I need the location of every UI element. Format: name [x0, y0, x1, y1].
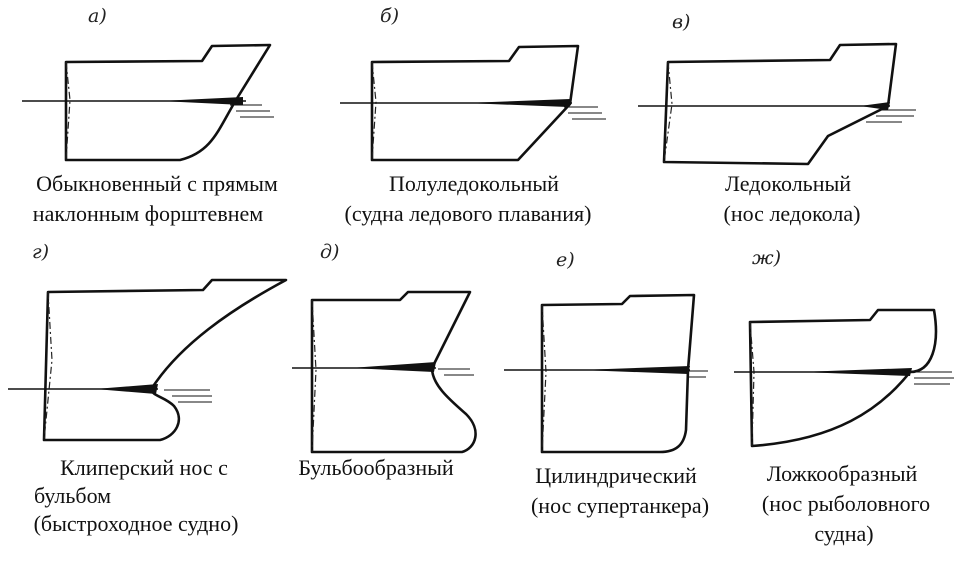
water-ripples-b — [564, 106, 606, 120]
caption-g-line-1: Клиперский нос с — [60, 455, 228, 480]
caption-b-line-2: (судна ледового плавания) — [345, 201, 592, 226]
diagram-e: е) Цилиндрический (нос супертанкера) — [504, 249, 709, 518]
caption-zh-line-3: судна) — [814, 521, 873, 546]
hull-outline-v — [662, 42, 898, 166]
stem-wedge-g — [95, 384, 158, 394]
caption-b-line-1: Полуледокольный — [389, 171, 559, 196]
diagram-b: б) Полуледокольный (судна ледового плава… — [340, 5, 606, 226]
water-ripples-v — [866, 109, 916, 123]
diagram-letter-d: д) — [320, 241, 339, 263]
hull-outline-b — [370, 44, 580, 162]
hull-outline-g — [42, 278, 288, 442]
diagram-g: г) Клиперский нос с бульбом (быстроходно… — [8, 241, 288, 536]
diagram-zh: ж) Ложкообразный (нос рыболовного судна) — [734, 247, 954, 546]
diagram-letter-zh: ж) — [752, 247, 781, 269]
water-ripples-d — [438, 368, 474, 376]
diagram-letter-g: г) — [32, 241, 49, 263]
caption-g-line-2: бульбом — [34, 483, 111, 508]
caption-v-line-1: Ледокольный — [725, 171, 851, 196]
water-ripples-a — [230, 104, 274, 118]
stem-wedge-v — [860, 102, 890, 110]
stem-wedge-zh — [800, 368, 912, 376]
frame-line-a — [65, 61, 71, 161]
frame-line-e — [541, 304, 547, 453]
water-ripples-e — [688, 370, 708, 378]
diagram-v: в) Ледокольный (нос ледокола) — [638, 11, 916, 226]
diagram-letter-b: б) — [380, 5, 399, 27]
caption-zh-line-1: Ложкообразный — [767, 461, 918, 486]
stem-wedge-e — [580, 366, 690, 374]
stem-wedge-d — [350, 362, 436, 372]
caption-v-line-2: (нос ледокола) — [724, 201, 861, 226]
water-ripples-g — [164, 389, 212, 403]
diagram-letter-v: в) — [672, 11, 690, 33]
stem-wedge-b — [465, 99, 570, 107]
stem-wedge-a — [160, 97, 243, 105]
caption-a-line-2: наклонным форштевнем — [33, 201, 263, 226]
hull-outline-d — [310, 290, 477, 454]
hull-outline-zh — [748, 308, 938, 448]
frame-line-d — [311, 299, 317, 453]
caption-e-line-1: Цилиндрический — [535, 463, 697, 488]
diagram-letter-a: а) — [88, 5, 107, 27]
caption-d-line-1: Бульбообразный — [298, 455, 454, 480]
water-ripples-zh — [910, 371, 954, 385]
frame-line-g — [43, 291, 53, 441]
hull-outline-e — [540, 293, 696, 454]
diagram-a: а) Обыкновенный с прямым наклонным форшт… — [22, 5, 278, 226]
diagram-letter-e: е) — [556, 249, 575, 271]
caption-zh-line-2: (нос рыболовного — [762, 491, 930, 516]
caption-e-line-2: (нос супертанкера) — [531, 493, 709, 518]
caption-a-line-1: Обыкновенный с прямым — [36, 171, 278, 196]
frame-line-v — [663, 61, 673, 163]
frame-line-b — [371, 61, 377, 161]
diagram-d: д) Бульбообразный — [292, 241, 477, 480]
caption-g-line-3: (быстроходное судно) — [34, 511, 239, 536]
hull-outline-a — [64, 43, 272, 162]
